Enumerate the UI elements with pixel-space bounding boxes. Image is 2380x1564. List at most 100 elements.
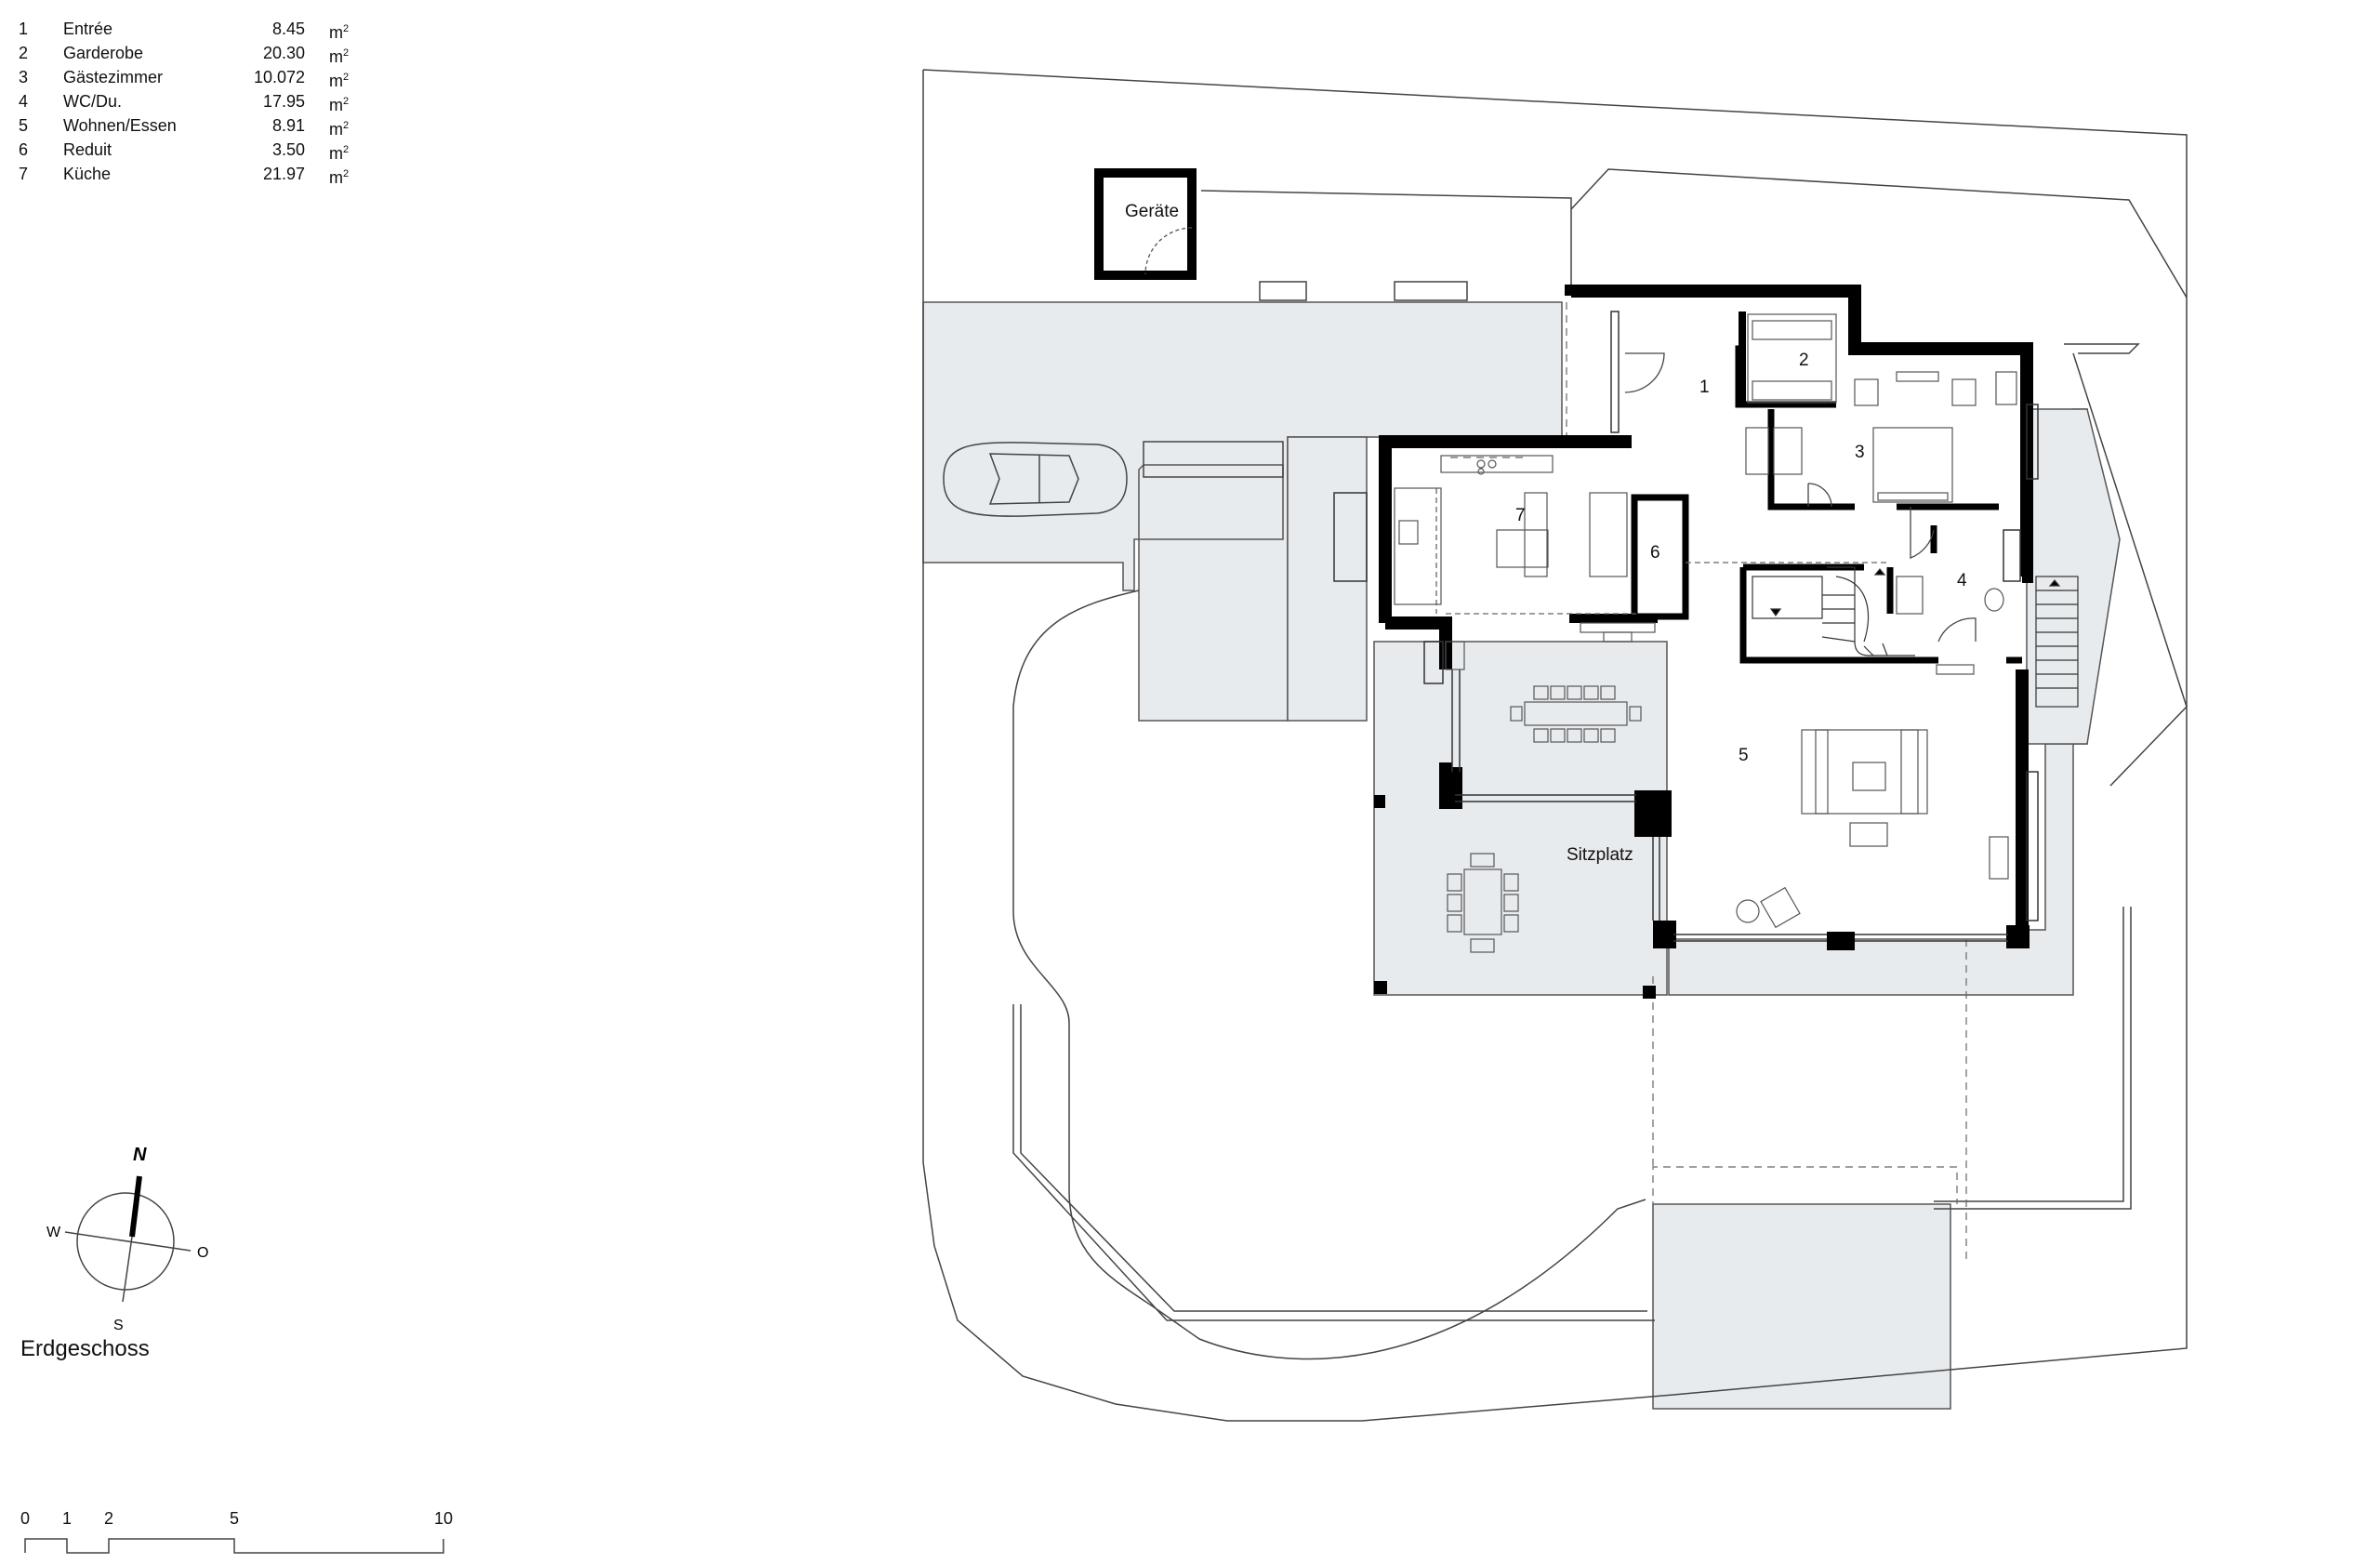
room-name: Entrée	[63, 20, 113, 38]
hob-ring	[1476, 459, 1486, 469]
wall-pillars	[1374, 311, 2030, 999]
car-roof	[988, 453, 1079, 505]
kitchen-sink	[1398, 520, 1419, 545]
scale-label: 1	[61, 1509, 73, 1528]
terrace-chair	[1470, 853, 1495, 868]
pillar	[2006, 925, 2030, 948]
stair-west-wall	[1739, 567, 1938, 664]
skylight-2	[1394, 281, 1468, 301]
scale-bar	[24, 1538, 444, 1554]
room-number: 4	[19, 92, 29, 111]
compass-north-label: N	[133, 1145, 147, 1165]
terrace-chair	[1470, 938, 1495, 953]
dining-chair	[1567, 685, 1582, 700]
east-window	[2026, 771, 2039, 921]
dining-chair	[1583, 728, 1599, 743]
scale-label: 0	[20, 1509, 31, 1528]
wc-counter	[1936, 664, 1975, 675]
pillar	[1653, 921, 1676, 948]
stair-arrow	[1769, 608, 1782, 617]
terrace-chair	[1503, 894, 1519, 912]
stair-tread	[1863, 645, 1874, 656]
east-slope	[2072, 352, 2188, 787]
guest-bed	[1872, 427, 1953, 503]
toilet	[1984, 588, 2004, 612]
garden-wall-inner	[1020, 1004, 1647, 1312]
room-name: WC/Du.	[63, 92, 122, 111]
parcel-boundary	[922, 69, 2188, 1422]
dashed-overhangs	[1450, 302, 1967, 1265]
dining-chair	[1550, 728, 1566, 743]
furniture	[1394, 313, 2017, 953]
post	[1374, 795, 1385, 808]
stair-arrow	[1873, 568, 1886, 576]
terrace-chair	[1447, 894, 1462, 912]
footstool	[1849, 822, 1888, 847]
pergola-outline	[1652, 1166, 1958, 1209]
scale-label: 2	[103, 1509, 114, 1528]
terrace-chair	[1503, 914, 1519, 933]
terrace-table	[1463, 868, 1502, 935]
terrace-chair	[1447, 873, 1462, 892]
room-area: 3.50	[271, 140, 305, 159]
dining-chair	[1600, 685, 1616, 700]
plan-title: Erdgeschoss	[20, 1336, 150, 1361]
car-body	[943, 442, 1128, 517]
skylight-1	[1259, 281, 1307, 301]
sitzplatz-terrace	[1373, 641, 1668, 996]
scale-label: 5	[229, 1509, 240, 1528]
post	[1374, 981, 1387, 994]
compass-east-label: O	[197, 1245, 208, 1261]
terrace-chair	[1447, 914, 1462, 933]
interior-walls	[1631, 345, 2022, 664]
guest-room-west-wall	[1767, 409, 1855, 510]
wc-window	[2003, 529, 2021, 582]
windows	[1333, 311, 2039, 942]
kitchen-sink-counter	[1394, 487, 1442, 605]
room-area: 20.30	[262, 44, 305, 62]
room-name: Küche	[63, 165, 112, 183]
spiral-stair-outer	[1827, 566, 1915, 656]
sofa-left	[1801, 729, 1829, 815]
area-unit: m2	[329, 144, 350, 163]
sideboard-east	[1989, 836, 2009, 880]
stair-tread	[1882, 643, 1888, 656]
garderobe-wall	[1735, 345, 1836, 408]
dining-chair	[1550, 685, 1566, 700]
garderobe-shelf	[1752, 320, 1832, 340]
side-table	[1736, 899, 1760, 923]
stairs	[1752, 566, 2079, 708]
pillar	[1439, 767, 1462, 809]
dining-chair	[1629, 706, 1642, 722]
room-area: 8.45	[271, 20, 305, 38]
armchair	[1854, 378, 1879, 406]
wc-basin	[1896, 576, 1924, 615]
neighbour-outline	[1570, 168, 2188, 298]
armchair	[1995, 371, 2017, 405]
east-wall-lower	[2008, 669, 2029, 946]
dining-chair	[1510, 706, 1523, 722]
entry-glazing	[1610, 311, 1620, 433]
room-2-label: 2	[1799, 351, 1809, 370]
stair-landing	[1752, 576, 1823, 619]
hob-ring	[1488, 459, 1497, 469]
room-area: 17.95	[262, 92, 305, 111]
garderobe-cabinet	[1747, 313, 1837, 404]
sofa-right	[1900, 729, 1928, 815]
compass-needle-north	[129, 1175, 142, 1238]
guest-table	[1896, 371, 1939, 382]
hob-ring	[1477, 468, 1485, 475]
kitchen-bench	[1589, 492, 1628, 577]
wc-door	[1937, 617, 1977, 643]
side-path	[1287, 436, 1368, 722]
stair-arrow	[2048, 579, 2061, 587]
room-6-label: 6	[1650, 543, 1660, 563]
garden-path	[1012, 590, 1646, 1360]
room-name: Garderobe	[63, 44, 144, 62]
reduit-walls	[1631, 494, 1689, 620]
dining-chair	[1533, 685, 1549, 700]
room-number: 3	[19, 68, 29, 86]
room-area: 8.91	[271, 116, 305, 135]
